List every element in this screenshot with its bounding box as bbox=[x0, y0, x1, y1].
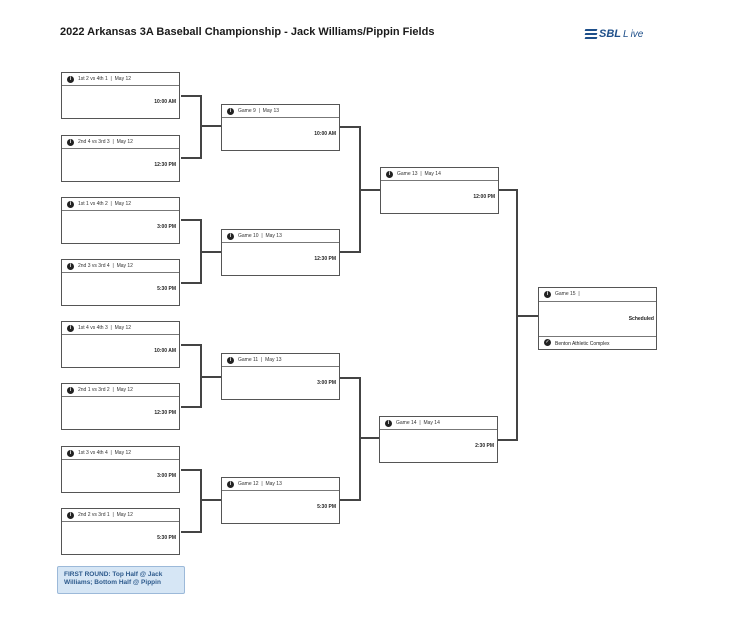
game-header: 1st 1 vs 4th 2 | May 12 bbox=[62, 198, 179, 211]
game-time: 2:30 PM bbox=[475, 443, 494, 449]
game-header: 1st 3 vs 4th 4 | May 12 bbox=[62, 447, 179, 460]
game-time: 12:30 PM bbox=[314, 256, 336, 262]
info-icon[interactable]: i bbox=[67, 262, 74, 270]
game-time: 12:30 PM bbox=[154, 410, 176, 416]
game-time: 5:30 PM bbox=[157, 535, 176, 541]
game-venue: Benton Athletic Complex bbox=[539, 336, 656, 351]
game-header: 2nd 1 vs 3rd 2 | May 12 bbox=[62, 384, 179, 397]
semi-game-14[interactable]: Game 14 | May 14 i 2:30 PM bbox=[379, 416, 498, 463]
round1-game-4[interactable]: 2nd 3 vs 3rd 4 | May 12 i 5:30 PM bbox=[61, 259, 180, 306]
game-header: Game 14 | May 14 bbox=[380, 417, 497, 430]
logo-suffix: ive bbox=[630, 28, 644, 40]
game-header: Game 12 | May 13 bbox=[222, 478, 339, 491]
round2-game-12[interactable]: Game 12 | May 13 i 5:30 PM bbox=[221, 477, 340, 524]
round1-game-5[interactable]: 1st 4 vs 4th 3 | May 12 i 10:00 AM bbox=[61, 321, 180, 368]
game-header: 2nd 4 vs 3rd 3 | May 12 bbox=[62, 136, 179, 149]
game-time: 3:00 PM bbox=[317, 380, 336, 386]
round1-game-3[interactable]: 1st 1 vs 4th 2 | May 12 i 3:00 PM bbox=[61, 197, 180, 244]
info-icon[interactable]: i bbox=[227, 107, 234, 115]
final-game-15[interactable]: Game 15 | i Scheduled Benton Athletic Co… bbox=[538, 287, 657, 350]
info-icon[interactable]: i bbox=[385, 419, 392, 427]
game-header: Game 9 | May 13 bbox=[222, 105, 339, 118]
info-icon[interactable]: i bbox=[227, 232, 234, 240]
game-time: 3:00 PM bbox=[157, 473, 176, 479]
round1-game-8[interactable]: 2nd 2 vs 3rd 1 | May 12 i 5:30 PM bbox=[61, 508, 180, 555]
check-icon: ✓ bbox=[544, 339, 551, 346]
game-time: 12:00 PM bbox=[473, 194, 495, 200]
game-header: 1st 2 vs 4th 1 | May 12 bbox=[62, 73, 179, 86]
game-header: Game 11 | May 13 bbox=[222, 354, 339, 367]
info-icon[interactable]: i bbox=[67, 324, 74, 332]
game-header: 2nd 3 vs 3rd 4 | May 12 bbox=[62, 260, 179, 273]
info-icon[interactable]: i bbox=[544, 291, 551, 298]
info-icon[interactable]: i bbox=[67, 386, 74, 394]
game-time: 10:00 AM bbox=[154, 99, 176, 105]
game-header: Game 13 | May 14 bbox=[381, 168, 498, 181]
info-icon[interactable]: i bbox=[386, 170, 393, 178]
game-time: 5:30 PM bbox=[157, 286, 176, 292]
semi-game-13[interactable]: Game 13 | May 14 i 12:00 PM bbox=[380, 167, 499, 214]
game-time: 3:00 PM bbox=[157, 224, 176, 230]
info-icon[interactable]: i bbox=[67, 75, 74, 83]
round1-game-2[interactable]: 2nd 4 vs 3rd 3 | May 12 i 12:30 PM bbox=[61, 135, 180, 182]
round2-game-9[interactable]: Game 9 | May 13 i 10:00 AM bbox=[221, 104, 340, 151]
game-header: 1st 4 vs 4th 3 | May 12 bbox=[62, 322, 179, 335]
logo-text: SBL bbox=[599, 28, 621, 40]
first-round-note: FIRST ROUND: Top Half @ Jack Williams; B… bbox=[57, 566, 185, 594]
game-time: 12:30 PM bbox=[154, 162, 176, 168]
game-time: 10:00 AM bbox=[314, 131, 336, 137]
page-title: 2022 Arkansas 3A Baseball Championship -… bbox=[60, 26, 435, 38]
game-time: 5:30 PM bbox=[317, 504, 336, 510]
game-status: Scheduled bbox=[628, 316, 654, 322]
info-icon[interactable]: i bbox=[67, 511, 74, 519]
round1-game-7[interactable]: 1st 3 vs 4th 4 | May 12 i 3:00 PM bbox=[61, 446, 180, 493]
game-header: Game 10 | May 13 bbox=[222, 230, 339, 243]
round1-game-1[interactable]: 1st 2 vs 4th 1 | May 12 i 10:00 AM bbox=[61, 72, 180, 119]
game-header: 2nd 2 vs 3rd 1 | May 12 bbox=[62, 509, 179, 522]
info-icon[interactable]: i bbox=[227, 480, 234, 488]
info-icon[interactable]: i bbox=[67, 449, 74, 457]
info-icon[interactable]: i bbox=[67, 200, 74, 208]
info-icon[interactable]: i bbox=[67, 138, 74, 146]
game-time: 10:00 AM bbox=[154, 348, 176, 354]
info-icon[interactable]: i bbox=[227, 356, 234, 364]
game-header: Game 15 | bbox=[539, 288, 656, 302]
round1-game-6[interactable]: 2nd 1 vs 3rd 2 | May 12 i 12:30 PM bbox=[61, 383, 180, 430]
round2-game-11[interactable]: Game 11 | May 13 i 3:00 PM bbox=[221, 353, 340, 400]
round2-game-10[interactable]: Game 10 | May 13 i 12:30 PM bbox=[221, 229, 340, 276]
